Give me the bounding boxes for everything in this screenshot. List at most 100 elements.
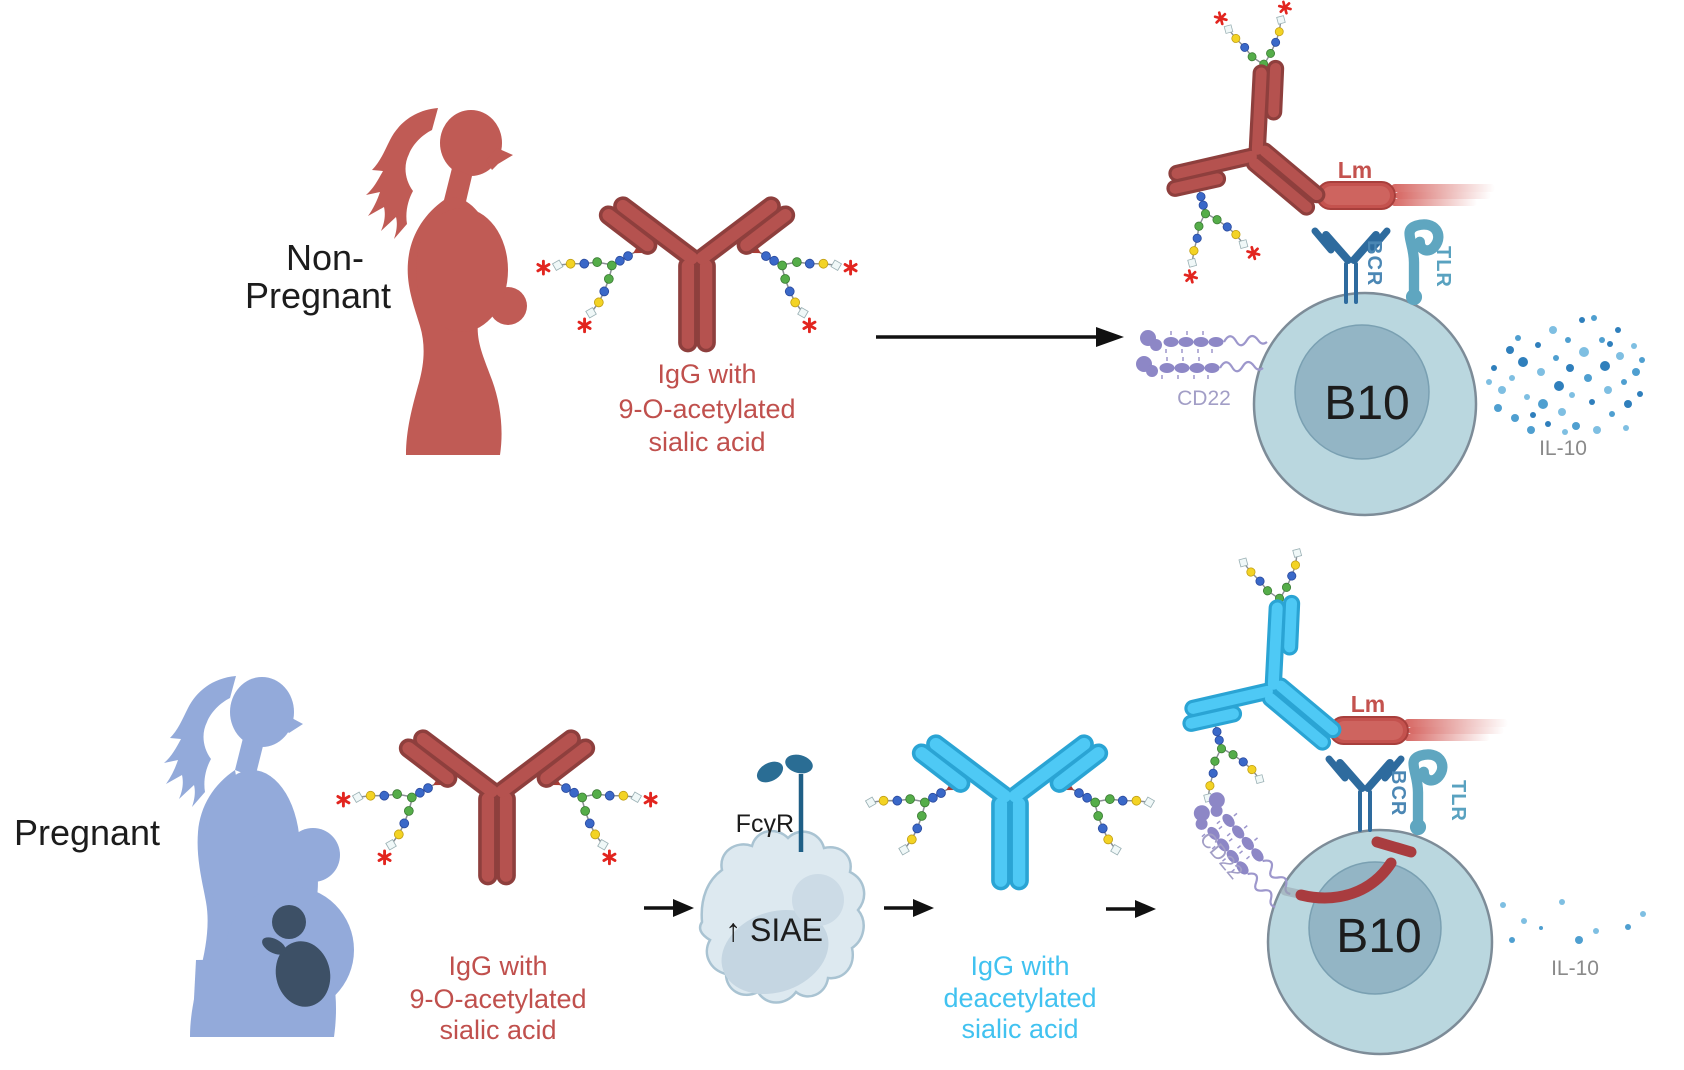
- il10-dot: [1579, 347, 1589, 357]
- il10-dot: [1579, 317, 1585, 323]
- b10-label: B10: [1324, 377, 1409, 430]
- il10-dot: [1616, 352, 1624, 360]
- il10-dot: [1609, 411, 1615, 417]
- non-pregnant-label-line1: Non-: [286, 237, 364, 278]
- igg-caption-red-bottom: IgG with 9-O-acetylated sialic acid: [409, 951, 586, 1045]
- fetus-silhouette: [262, 905, 331, 1007]
- il10-dot: [1559, 899, 1565, 905]
- il10-dot: [1607, 341, 1613, 347]
- il10-dot: [1554, 381, 1564, 391]
- cd22-label: CD22: [1177, 387, 1231, 410]
- il10-secretion-low: [1500, 899, 1646, 944]
- b10-complex-top: B10 BCR TLR Lm CD22 IL-10: [1134, 0, 1645, 517]
- pregnant-row: Pregnant IgG with 9-O-acetylate: [14, 544, 1646, 1056]
- il10-dot: [1572, 422, 1580, 430]
- il10-dot: [1500, 902, 1506, 908]
- il10-dot: [1640, 911, 1646, 917]
- il10-dot: [1539, 926, 1543, 930]
- il10-dot: [1486, 379, 1492, 385]
- il10-dot: [1637, 391, 1643, 397]
- lm-bacterium-icon: [1329, 716, 1509, 745]
- arrow-right-3: [1106, 900, 1156, 918]
- igg-cyan-bound-to-lm: [1185, 544, 1378, 802]
- il10-secretion-high: [1486, 315, 1645, 435]
- il10-dot: [1515, 335, 1521, 341]
- non-pregnant-label-line2: Pregnant: [245, 275, 391, 316]
- il10-dot: [1623, 425, 1629, 431]
- caption-line: IgG with: [970, 951, 1069, 981]
- il10-dot: [1600, 361, 1610, 371]
- il10-dot: [1506, 346, 1514, 354]
- il10-dot: [1624, 400, 1632, 408]
- il10-dot: [1562, 429, 1568, 435]
- igg-caption-cyan: IgG with deacetylated sialic acid: [943, 951, 1096, 1044]
- arrow-right-2: [884, 899, 934, 917]
- il10-dot: [1535, 342, 1541, 348]
- il10-dot: [1631, 343, 1637, 349]
- macrophage-nucleus-lobe: [792, 874, 844, 926]
- tlr-label: TLR: [1432, 246, 1454, 288]
- woman-silhouette-red: [366, 108, 527, 455]
- igg-acetylated-bottom: [335, 739, 659, 876]
- bcr-label: BCR: [1363, 240, 1385, 286]
- il10-dot: [1491, 365, 1497, 371]
- fcgr-label: FcγR: [736, 810, 794, 838]
- il10-dot: [1593, 928, 1599, 934]
- fcgr-receptor-icon: [756, 754, 813, 852]
- tlr-receptor-icon: [1410, 754, 1442, 835]
- il10-dot: [1494, 404, 1502, 412]
- bcr-label: BCR: [1387, 770, 1409, 816]
- b10-nucleus: [1294, 324, 1430, 460]
- il10-dot: [1639, 357, 1645, 363]
- igg-acetylated-top: [535, 206, 859, 343]
- il10-dot: [1545, 421, 1551, 427]
- il10-dot: [1569, 392, 1575, 398]
- il10-dot: [1509, 937, 1515, 943]
- caption-line: deacetylated: [943, 983, 1096, 1013]
- arrow-right-1: [644, 899, 694, 917]
- il10-dot: [1521, 918, 1527, 924]
- il10-dot: [1558, 408, 1566, 416]
- non-pregnant-row: Non- Pregnant IgG with 9-O-acetylated si…: [245, 0, 1645, 517]
- igg-caption-red-top: IgG with 9-O-acetylated sialic acid: [618, 359, 795, 457]
- il10-label: IL-10: [1539, 437, 1587, 460]
- pregnant-label: Pregnant: [14, 812, 160, 853]
- fcgr-siae-cell: FcγR ↑ SIAE: [698, 754, 866, 1004]
- caption-line: 9-O-acetylated: [409, 984, 586, 1014]
- il10-dot: [1591, 315, 1597, 321]
- lm-label: Lm: [1338, 157, 1373, 183]
- il10-dot: [1632, 368, 1640, 376]
- il10-dot: [1549, 326, 1557, 334]
- il10-dot: [1527, 426, 1535, 434]
- caption-line: sialic acid: [648, 427, 765, 457]
- il10-dot: [1593, 426, 1601, 434]
- b10-complex-bottom: B10 BCR TLR Lm CD22: [1184, 544, 1646, 1056]
- il10-dot: [1566, 364, 1574, 372]
- caption-line: 9-O-acetylated: [618, 394, 795, 424]
- siae-upregulation-label: ↑ SIAE: [725, 912, 823, 948]
- il10-dot: [1615, 327, 1621, 333]
- caption-line: IgG with: [657, 359, 756, 389]
- lm-label: Lm: [1351, 691, 1386, 717]
- il10-dot: [1553, 355, 1559, 361]
- igg-antibody-red: [409, 739, 586, 876]
- il10-dot: [1530, 412, 1536, 418]
- arrow-right-long: [876, 327, 1124, 347]
- il10-dot: [1599, 337, 1605, 343]
- caption-line: sialic acid: [439, 1015, 556, 1045]
- igg-antibody-red: [609, 206, 786, 343]
- il10-dot: [1498, 386, 1506, 394]
- inhibition-arrow: [1280, 836, 1417, 904]
- caption-line: sialic acid: [961, 1014, 1078, 1044]
- il10-dot: [1621, 379, 1627, 385]
- b10-label: B10: [1336, 910, 1421, 963]
- cd22-receptor-top: CD22: [1134, 328, 1269, 410]
- il10-dot: [1518, 357, 1528, 367]
- tlr-label: TLR: [1447, 780, 1469, 822]
- il10-dot: [1509, 375, 1515, 381]
- il10-dot: [1625, 924, 1631, 930]
- igg-antibody-cyan: [922, 744, 1099, 881]
- il10-dot: [1511, 414, 1519, 422]
- il10-dot: [1604, 386, 1612, 394]
